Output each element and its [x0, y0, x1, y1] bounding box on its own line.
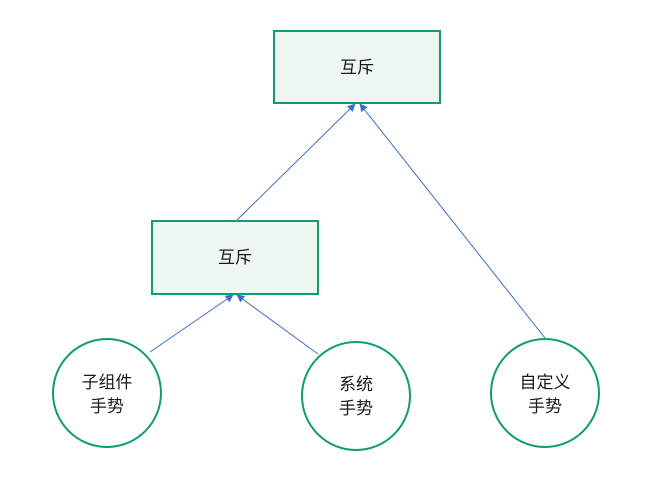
- edge-system-to-mid: [236, 294, 319, 355]
- custom-gesture-label-line1: 自定义: [520, 373, 571, 393]
- child-gesture-circle: [52, 338, 162, 448]
- edge-custom-to-top: [359, 103, 546, 339]
- custom-gesture-label-line2: 手势: [528, 397, 562, 417]
- system-gesture-label-line1: 系统: [339, 375, 373, 395]
- system-gesture-label-line2: 手势: [339, 399, 373, 419]
- custom-gesture-circle: [490, 338, 600, 448]
- mid-exclusive-box: [151, 220, 319, 295]
- top-exclusive-box: [273, 30, 441, 104]
- edge-child-to-mid: [149, 294, 234, 353]
- edge-mid-to-top: [236, 103, 356, 221]
- system-gesture-circle: [301, 341, 411, 451]
- mid-exclusive-node: 互斥: [151, 220, 319, 295]
- mid-exclusive-label: 互斥: [218, 248, 252, 268]
- top-exclusive-node: 互斥: [273, 30, 441, 104]
- child-gesture-label-line2: 手势: [90, 397, 124, 417]
- custom-gesture-node: 自定义 手势: [490, 338, 600, 448]
- system-gesture-node: 系统 手势: [301, 341, 411, 451]
- child-gesture-node: 子组件 手势: [52, 338, 162, 448]
- top-exclusive-label: 互斥: [340, 58, 374, 78]
- child-gesture-label-line1: 子组件: [82, 373, 133, 393]
